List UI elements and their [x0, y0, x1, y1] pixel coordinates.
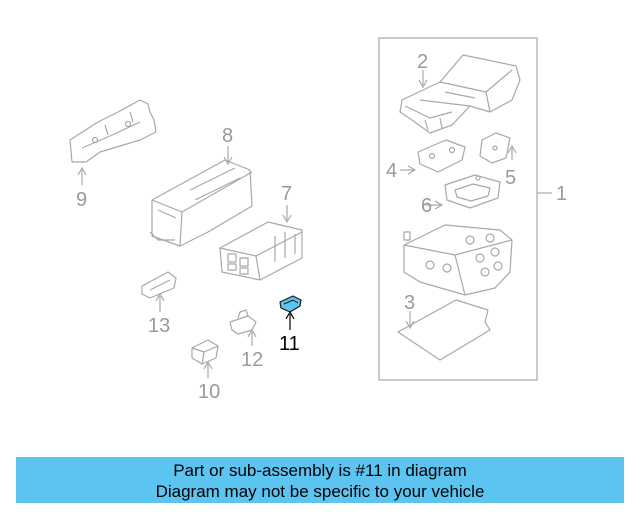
part-3-bracket-plate[interactable]	[397, 299, 491, 361]
callout-6[interactable]: 6	[421, 195, 432, 217]
callout-13[interactable]: 13	[148, 315, 170, 337]
callout-3[interactable]: 3	[404, 292, 415, 314]
part-9-mounting-bracket[interactable]	[69, 99, 157, 163]
callout-10[interactable]: 10	[198, 381, 220, 403]
assembly-frame	[378, 37, 538, 381]
parts-diagram: 1 2 3 4 5 6 7 8 9 10 11 12 13	[69, 37, 567, 403]
part-13-connector[interactable]	[141, 271, 177, 299]
callout-9[interactable]: 9	[76, 189, 87, 211]
part-2-control-unit[interactable]	[399, 54, 521, 134]
part-6-gasket[interactable]	[444, 174, 501, 209]
callout-12[interactable]: 12	[241, 349, 263, 371]
callout-11[interactable]: 11	[279, 333, 300, 355]
callout-2[interactable]: 2	[417, 51, 428, 73]
info-banner: Part or sub-assembly is #11 in diagram D…	[16, 457, 624, 503]
part-4-bracket[interactable]	[417, 139, 466, 173]
part-10-relay[interactable]	[191, 339, 219, 365]
callout-4[interactable]: 4	[386, 160, 397, 182]
callout-5[interactable]: 5	[505, 167, 516, 189]
part-11-highlighted[interactable]	[279, 295, 302, 313]
callout-8[interactable]: 8	[222, 125, 233, 147]
part-1-hydraulic-unit[interactable]	[403, 224, 513, 296]
callout-1[interactable]: 1	[556, 183, 567, 205]
callout-7[interactable]: 7	[281, 183, 292, 205]
part-8-housing[interactable]	[149, 159, 253, 247]
part-5-plate[interactable]	[479, 132, 511, 164]
banner-line-1: Part or sub-assembly is #11 in diagram	[173, 461, 467, 480]
part-7-relay-block[interactable]	[219, 221, 303, 281]
banner-line-2: Diagram may not be specific to your vehi…	[155, 482, 485, 501]
